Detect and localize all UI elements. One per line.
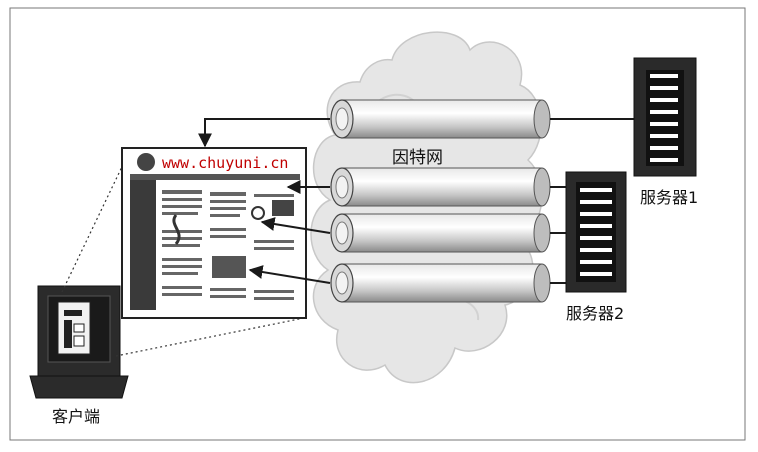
server2-icon xyxy=(565,171,627,293)
arrow-pipe3-to-page xyxy=(260,217,331,234)
client-label: 客户端 xyxy=(52,407,101,426)
cloud-label: 因特网 xyxy=(392,148,443,168)
server1-label: 服务器1 xyxy=(640,188,699,207)
arrow-pipe4-to-page xyxy=(248,265,331,284)
zoom-line-top xyxy=(61,149,131,293)
cloud-icon xyxy=(310,31,543,384)
pipe-3 xyxy=(330,213,551,253)
pipe-4 xyxy=(330,263,551,303)
arrow-pipe1-to-page xyxy=(198,118,330,148)
zoom-line-bottom xyxy=(115,317,305,357)
diagram-frame xyxy=(9,7,746,441)
pipe-1 xyxy=(330,99,551,139)
browser-page-icon xyxy=(121,147,307,319)
watermark-text: www.chuyuni.cn xyxy=(160,154,291,172)
server1-icon xyxy=(633,57,697,177)
server2-label: 服务器2 xyxy=(566,304,625,323)
computer-icon xyxy=(29,285,129,399)
pipe-2 xyxy=(330,167,551,207)
